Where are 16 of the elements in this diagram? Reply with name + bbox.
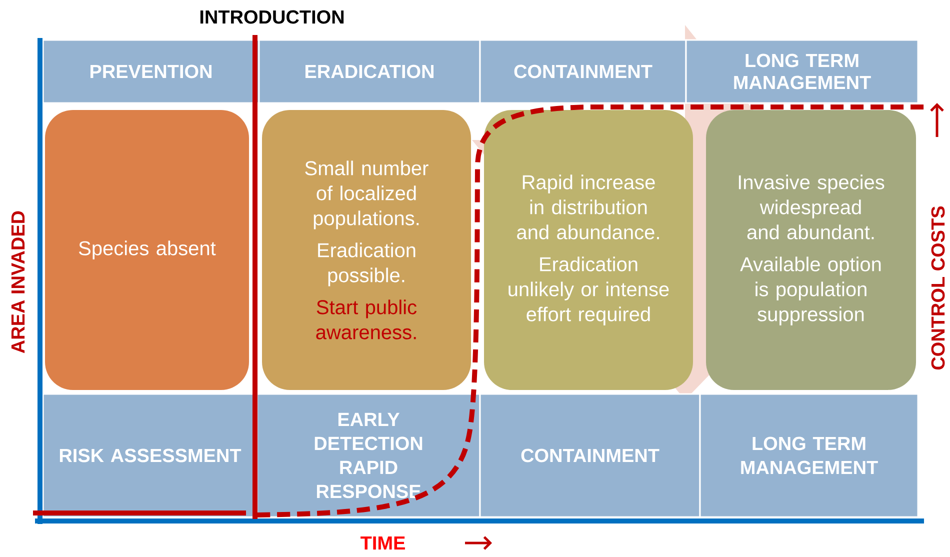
stage-header-cell: LONG TERM MANAGEMENT [685,39,919,104]
marker-label: INTRODUCTION [200,10,344,24]
axis-label: AREA INVADED [11,211,25,354]
stage-box: Small number of localized populations. Eradication possible. Start public awareness. [262,110,471,390]
stage-box: Invasive species widespread and abundant. Available option is population suppression [706,110,916,390]
stage-box: Species absent [45,110,249,390]
action-cell: EARLY DETECTION RAPID RESPONSE [256,393,481,518]
stage-header-cell: CONTAINMENT [479,39,687,104]
stage-header-cell: PREVENTION [42,39,260,104]
stage-header-cell: ERADICATION [258,39,481,104]
action-cell: LONG TERM MANAGEMENT [699,393,919,518]
axis-label: TIME [360,536,405,550]
axis-label: CONTROL COSTS [931,206,945,370]
stage-box: Rapid increase in distribution and abundance. Eradication unlikely or intense effort required [484,110,693,390]
action-cell: CONTAINMENT [479,393,701,518]
action-cell: RISK ASSESSMENT [42,393,258,518]
